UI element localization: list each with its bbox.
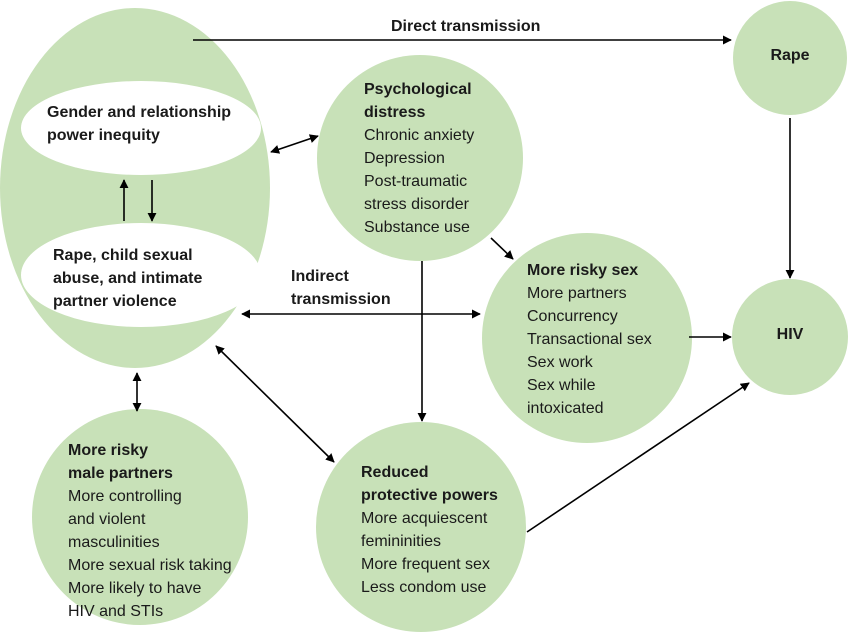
- male-partners-item: More likely to have: [68, 580, 202, 597]
- protective-text: Reduced protective powers More acquiesce…: [361, 461, 498, 599]
- power-text: Gender and relationship power inequity: [47, 101, 231, 147]
- male-partners-title: male partners: [68, 465, 173, 482]
- protective-title: protective powers: [361, 487, 498, 504]
- distress-item: Post-traumatic: [364, 173, 468, 190]
- male-partners-item: More controlling: [68, 488, 182, 505]
- indirect-label: Indirect: [291, 268, 349, 285]
- protective-title: Reduced: [361, 464, 429, 481]
- rape-label: Rape: [770, 47, 810, 64]
- risky-sex-item: Concurrency: [527, 308, 618, 325]
- male-partners-circle: [32, 409, 248, 625]
- hiv-label: HIV: [776, 326, 804, 343]
- protective-to-hiv-arrow: [526, 382, 750, 533]
- direct-transmission-label: Direct transmission: [391, 18, 541, 35]
- distress-item: Substance use: [364, 219, 470, 236]
- violence-line: abuse, and intimate: [53, 270, 203, 287]
- distress-item: Chronic anxiety: [364, 127, 475, 144]
- distress-title: Psychological: [364, 81, 472, 98]
- male-partners-item: masculinities: [68, 534, 160, 551]
- violence-text: Rape, child sexual abuse, and intimate p…: [53, 244, 202, 313]
- distress-item: stress disorder: [364, 196, 469, 213]
- power-ellipse: [21, 81, 261, 175]
- risky-sex-item: Transactional sex: [527, 331, 652, 348]
- distress-title: distress: [364, 104, 426, 121]
- male-partners-item: and violent: [68, 511, 146, 528]
- risky-sex-text: More risky sex More partners Concurrency…: [527, 259, 652, 420]
- distress-item: Depression: [364, 150, 445, 167]
- risky-sex-item: intoxicated: [527, 400, 604, 417]
- oval-distress-arrow: [270, 134, 319, 154]
- male-partners-item: More sexual risk taking: [68, 557, 232, 574]
- rape-circle: [733, 1, 847, 115]
- risky-sex-item: Sex while: [527, 377, 596, 394]
- violence-line: partner violence: [53, 293, 177, 310]
- protective-circle: [316, 422, 526, 632]
- protective-item: More acquiescent: [361, 510, 488, 527]
- risky-sex-item: Sex work: [527, 354, 593, 371]
- distress-to-risky-arrow: [490, 237, 514, 260]
- risky-sex-circle: [482, 233, 692, 443]
- power-line: power inequity: [47, 127, 160, 144]
- protective-item: Less condom use: [361, 579, 487, 596]
- male-partners-item: HIV and STIs: [68, 603, 164, 620]
- distress-circle: [317, 55, 523, 261]
- power-line: Gender and relationship: [47, 104, 232, 121]
- male-partners-title: More risky: [68, 442, 149, 459]
- hiv-circle: [732, 279, 848, 395]
- violence-line: Rape, child sexual: [53, 247, 193, 264]
- protective-item: More frequent sex: [361, 556, 490, 573]
- violence-ellipse: [21, 223, 261, 327]
- distress-text: Psychological distress Chronic anxiety D…: [364, 78, 474, 239]
- risky-sex-title: More risky sex: [527, 262, 639, 279]
- male-partners-text: More risky male partners More controllin…: [68, 439, 232, 623]
- transmission-label: transmission: [291, 291, 391, 308]
- risky-sex-item: More partners: [527, 285, 627, 302]
- oval-protective-arrow: [215, 345, 335, 463]
- protective-item: femininities: [361, 533, 442, 550]
